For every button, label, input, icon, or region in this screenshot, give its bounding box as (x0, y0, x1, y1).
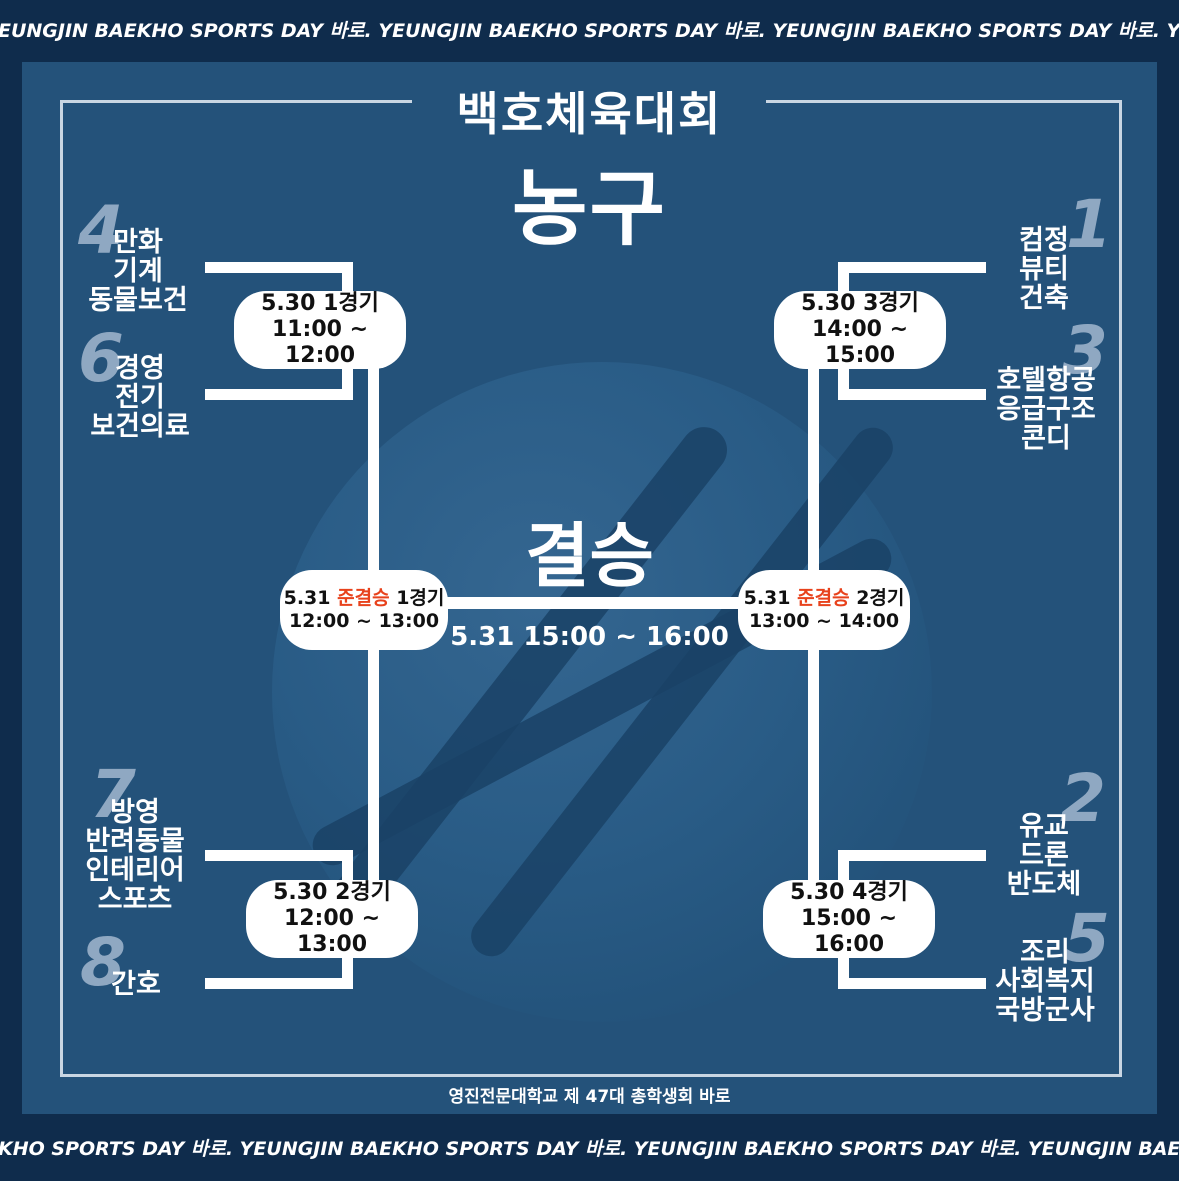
bracket-line (205, 978, 353, 989)
team-name: 컴정 (1019, 225, 1069, 256)
match-4-date: 5.30 4경기 (790, 880, 908, 905)
team-name: 유교 (1019, 811, 1069, 842)
team-name: 건축 (1019, 283, 1069, 314)
match-2-card: 5.30 2경기 12:00 ~ 13:00 (246, 880, 418, 958)
bracket-line (838, 262, 986, 273)
frame-line-right (1119, 100, 1122, 1076)
match-1-card: 5.30 1경기 11:00 ~ 12:00 (234, 291, 406, 369)
match-1-time: 11:00 ~ 12:00 (271, 317, 369, 368)
footer-credit: 영진전문대학교 제 47대 총학생회 바로 (448, 1087, 731, 1107)
team-name: 방영 (110, 797, 160, 828)
team-name: 반도체 (1006, 869, 1082, 900)
seed-4-teams: 만화 기계 동물보건 (78, 228, 198, 315)
team-name: 간호 (111, 969, 161, 1000)
team-name: 사회복지 (995, 966, 1095, 997)
match-4-card: 5.30 4경기 15:00 ~ 16:00 (763, 880, 935, 958)
seed-3-number: 3 (1062, 312, 1108, 389)
team-name: 만화 (113, 227, 163, 258)
seed-1-teams: 컴정 뷰티 건축 (1004, 226, 1084, 313)
team-name: 호텔항공 (996, 365, 1096, 396)
semifinal-2-title: 5.31 준결승 2경기 (738, 587, 910, 610)
team-name: 경영 (115, 353, 165, 384)
semifinal-2-date: 5.31 (743, 587, 791, 609)
main-panel (22, 62, 1157, 1114)
frame-line-left (60, 100, 63, 1076)
team-name: 조리 (1020, 937, 1070, 968)
bottom-banner: KHO SPORTS DAY 바로. YEUNGJIN BAEKHO SPORT… (0, 1114, 1179, 1181)
bracket-line (838, 389, 986, 400)
seed-1-number: 1 (1066, 186, 1112, 263)
semifinal-1-date: 5.31 (283, 587, 331, 609)
team-name: 콘디 (1021, 423, 1071, 454)
team-name: 응급구조 (996, 394, 1096, 425)
bracket-line (205, 850, 353, 861)
team-name: 기계 (113, 256, 163, 287)
final-time: 5.31 15:00 ~ 16:00 (450, 622, 729, 652)
seed-6-number: 6 (78, 320, 124, 397)
team-name: 동물보건 (88, 285, 188, 316)
final-bar (440, 597, 740, 609)
seed-8-number: 8 (80, 924, 126, 1001)
top-banner: EUNGJIN BAEKHO SPORTS DAY 바로. YEUNGJIN B… (0, 0, 1179, 60)
team-name: 전기 (115, 382, 165, 413)
event-title: 백호체육대회 (456, 87, 723, 141)
team-name: 인테리어 (85, 855, 185, 886)
semifinal-2-game: 2경기 (856, 587, 905, 609)
semifinal-1-title: 5.31 준결승 1경기 (280, 587, 448, 610)
match-1-date: 5.30 1경기 (261, 291, 379, 316)
seed-3-teams: 호텔항공 응급구조 콘디 (986, 366, 1106, 453)
bracket-line (205, 389, 353, 400)
match-3-card: 5.30 3경기 14:00 ~ 15:00 (774, 291, 946, 369)
seed-6-teams: 경영 전기 보건의료 (80, 354, 200, 441)
match-2-time: 12:00 ~ 13:00 (283, 906, 381, 957)
match-3-time: 14:00 ~ 15:00 (811, 317, 909, 368)
seed-2-teams: 유교 드론 반도체 (994, 812, 1094, 899)
seed-2-number: 2 (1060, 760, 1106, 837)
sport-title: 농구 (512, 162, 667, 257)
bracket-line (838, 850, 986, 861)
match-3-date: 5.30 3경기 (801, 291, 919, 316)
final-title: 결승 (525, 515, 654, 597)
seed-4-number: 4 (78, 192, 124, 269)
seed-5-number: 5 (1064, 900, 1110, 977)
top-banner-text: EUNGJIN BAEKHO SPORTS DAY 바로. YEUNGJIN B… (0, 20, 1179, 42)
team-name: 드론 (1019, 840, 1069, 871)
seed-7-number: 7 (90, 756, 136, 833)
seed-5-teams: 조리 사회복지 국방군사 (984, 938, 1106, 1025)
frame-line-top-left (60, 100, 412, 103)
semifinal-2-time: 13:00 ~ 14:00 (748, 610, 900, 632)
team-name: 뷰티 (1019, 254, 1069, 285)
semifinal-2-card: 5.31 준결승 2경기 13:00 ~ 14:00 (738, 570, 910, 650)
team-name: 반려동물 (85, 826, 185, 857)
seed-7-teams: 방영 반려동물 인테리어 스포츠 (75, 798, 195, 914)
frame-line-bottom (60, 1074, 1122, 1077)
team-name: 스포츠 (97, 884, 173, 915)
match-4-time: 15:00 ~ 16:00 (800, 906, 898, 957)
semifinal-2-label: 준결승 (797, 587, 850, 609)
semifinal-1-card: 5.31 준결승 1경기 12:00 ~ 13:00 (280, 570, 448, 650)
match-2-date: 5.30 2경기 (273, 880, 391, 905)
bottom-banner-text: KHO SPORTS DAY 바로. YEUNGJIN BAEKHO SPORT… (0, 1138, 1179, 1160)
semifinal-1-game: 1경기 (396, 587, 445, 609)
semifinal-1-label: 준결승 (337, 587, 390, 609)
bracket-line (838, 978, 986, 989)
semifinal-1-time: 12:00 ~ 13:00 (288, 610, 440, 632)
seed-8-teams: 간호 (106, 970, 166, 999)
team-name: 보건의료 (90, 411, 190, 442)
frame-line-top-right (766, 100, 1122, 103)
bracket-line (205, 262, 353, 273)
team-name: 국방군사 (995, 995, 1095, 1026)
